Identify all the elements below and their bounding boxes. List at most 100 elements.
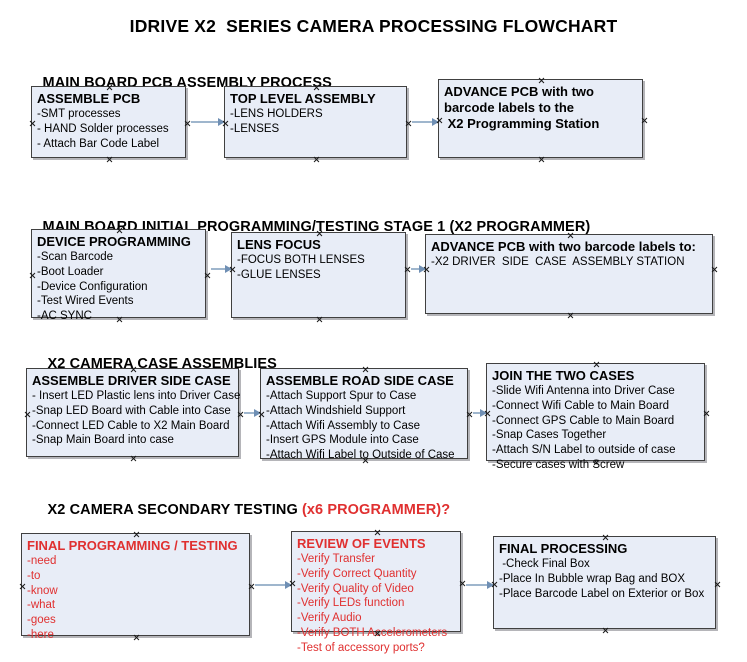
resize-handle-bottom[interactable] bbox=[567, 312, 574, 319]
connector-top-level-to-advance-pcb bbox=[412, 118, 439, 126]
box-content: ASSEMBLE PCB -SMT processes - HAND Solde… bbox=[32, 87, 185, 151]
box-line: -Connect Wifi Cable to Main Board bbox=[492, 400, 670, 413]
box-line: -Connect GPS Cable to Main Board bbox=[492, 414, 675, 427]
connector-driver-case-to-road-case bbox=[244, 409, 261, 417]
box-line: -Verify LEDs function bbox=[297, 597, 405, 610]
box-advance-pcb-programming-station[interactable]: ADVANCE PCB with two barcode labels to t… bbox=[438, 79, 643, 158]
box-line: -Verify Transfer bbox=[297, 553, 375, 566]
box-title: ASSEMBLE DRIVER SIDE CASE bbox=[32, 373, 231, 388]
box-line: -to bbox=[27, 570, 41, 583]
arrowhead bbox=[225, 265, 232, 273]
box-content: JOIN THE TWO CASES -Slide Wifi Antenna i… bbox=[487, 364, 704, 473]
box-line: barcode labels to the bbox=[444, 100, 575, 116]
box-line: -Attach Wifi Assembly to Case bbox=[266, 419, 421, 432]
box-title: REVIEW OF EVENTS bbox=[297, 536, 426, 551]
connector-review-events-to-final-processing bbox=[466, 581, 494, 589]
connector-road-case-to-join-cases bbox=[473, 409, 487, 417]
arrowhead bbox=[480, 409, 487, 417]
box-line: -Device Configuration bbox=[37, 280, 148, 293]
section-header-x2-camera-secondary-testing: X2 CAMERA SECONDARY TESTING (x6 PROGRAMM… bbox=[31, 486, 451, 534]
box-line: - Attach Bar Code Label bbox=[37, 137, 160, 150]
box-review-of-events[interactable]: REVIEW OF EVENTS -Verify Transfer -Verif… bbox=[291, 531, 461, 654]
box-line: -what bbox=[27, 599, 56, 612]
box-title: DEVICE PROGRAMMING bbox=[37, 234, 191, 249]
box-line: -Snap Main Board into case bbox=[32, 434, 174, 447]
box-final-processing[interactable]: FINAL PROCESSING -Check Final Box -Place… bbox=[493, 536, 716, 629]
box-title: LENS FOCUS bbox=[237, 237, 321, 252]
box-assemble-road-side-case[interactable]: ASSEMBLE ROAD SIDE CASE -Attach Support … bbox=[260, 368, 468, 461]
box-join-the-two-cases[interactable]: JOIN THE TWO CASES -Slide Wifi Antenna i… bbox=[486, 363, 705, 471]
connector-device-programming-to-lens-focus bbox=[211, 265, 232, 273]
section-header-text: X2 CAMERA SECONDARY TESTING bbox=[47, 502, 302, 518]
resize-handle-bottom[interactable] bbox=[106, 156, 113, 163]
box-line: -Test Wired Events bbox=[37, 295, 134, 308]
box-title: TOP LEVEL ASSEMBLY bbox=[230, 91, 376, 106]
box-line: -GLUE LENSES bbox=[237, 269, 321, 282]
box-line: -Snap LED Board with Cable into Case bbox=[32, 405, 231, 418]
box-content: ASSEMBLE DRIVER SIDE CASE - Insert LED P… bbox=[27, 369, 241, 448]
box-line: -Verify Quality of Video bbox=[297, 582, 414, 595]
box-content: FINAL PROGRAMMING / TESTING -need -to -k… bbox=[22, 534, 249, 643]
connector-final-programming-to-review-events bbox=[255, 581, 292, 589]
box-line: - HAND Solder processes bbox=[37, 123, 169, 136]
box-title: ADVANCE PCB with two barcode labels to: bbox=[431, 239, 696, 254]
arrowhead bbox=[254, 409, 261, 417]
box-line: -need bbox=[27, 555, 57, 568]
box-line: -Connect LED Cable to X2 Main Board bbox=[32, 419, 230, 432]
box-line: - Insert LED Plastic lens into Driver Ca… bbox=[32, 390, 241, 403]
box-line: -Place Barcode Label on Exterior or Box bbox=[499, 587, 705, 600]
box-top-level-assembly[interactable]: TOP LEVEL ASSEMBLY -LENS HOLDERS -LENSES bbox=[224, 86, 407, 158]
box-line: -Attach Support Spur to Case bbox=[266, 390, 417, 403]
box-content: LENS FOCUS -FOCUS BOTH LENSES -GLUE LENS… bbox=[232, 233, 405, 283]
arrowhead bbox=[218, 118, 225, 126]
box-device-programming[interactable]: DEVICE PROGRAMMING -Scan Barcode -Boot L… bbox=[31, 229, 206, 322]
box-title: ASSEMBLE ROAD SIDE CASE bbox=[266, 373, 454, 388]
box-title: FINAL PROGRAMMING / TESTING bbox=[27, 538, 238, 553]
resize-handle-bottom[interactable] bbox=[313, 156, 320, 163]
box-line: -X2 DRIVER SIDE CASE ASSEMBLY STATION bbox=[431, 256, 685, 269]
box-line: -here bbox=[27, 628, 54, 641]
box-line: -Boot Loader bbox=[37, 266, 104, 279]
box-line: -Slide Wifi Antenna into Driver Case bbox=[492, 385, 675, 398]
box-line: -Verify Audio bbox=[297, 612, 362, 625]
box-line: -Attach S/N Label to outside of case bbox=[492, 444, 676, 457]
page-title: IDRIVE X2 SERIES CAMERA PROCESSING FLOWC… bbox=[129, 16, 618, 36]
resize-handle-bottom[interactable] bbox=[602, 627, 609, 634]
arrowhead bbox=[432, 118, 439, 126]
box-assemble-pcb[interactable]: ASSEMBLE PCB -SMT processes - HAND Solde… bbox=[31, 86, 186, 158]
arrowhead bbox=[487, 581, 494, 589]
box-line: -LENSES bbox=[230, 123, 280, 136]
box-advance-pcb-driver-side-station[interactable]: ADVANCE PCB with two barcode labels to: … bbox=[425, 234, 713, 314]
box-line: -Place In Bubble wrap Bag and BOX bbox=[499, 573, 686, 586]
box-content: DEVICE PROGRAMMING -Scan Barcode -Boot L… bbox=[32, 230, 205, 324]
box-line: -LENS HOLDERS bbox=[230, 108, 323, 121]
box-content: FINAL PROCESSING -Check Final Box -Place… bbox=[494, 537, 715, 601]
box-line: -FOCUS BOTH LENSES bbox=[237, 254, 365, 267]
box-line-overflow: -Test of accessory ports? bbox=[297, 641, 425, 654]
arrowhead bbox=[285, 581, 292, 589]
box-content: ADVANCE PCB with two barcode labels to t… bbox=[439, 80, 642, 132]
box-content: REVIEW OF EVENTS -Verify Transfer -Verif… bbox=[292, 532, 460, 655]
box-title: ASSEMBLE PCB bbox=[37, 91, 141, 106]
box-line: -SMT processes bbox=[37, 108, 121, 121]
resize-handle-bottom[interactable] bbox=[316, 316, 323, 323]
box-line: -Secure cases with Screw bbox=[492, 458, 625, 471]
box-line: -Snap Cases Together bbox=[492, 429, 607, 442]
box-content: ASSEMBLE ROAD SIDE CASE -Attach Support … bbox=[261, 369, 467, 463]
connector-assemble-pcb-to-top-level bbox=[191, 118, 225, 126]
box-line: -Insert GPS Module into Case bbox=[266, 434, 419, 447]
box-line: -goes bbox=[27, 614, 56, 627]
box-final-programming-testing[interactable]: FINAL PROGRAMMING / TESTING -need -to -k… bbox=[21, 533, 250, 641]
box-line: -know bbox=[27, 584, 58, 597]
box-line: -Verify BOTH Accelerometers bbox=[297, 626, 448, 639]
box-lens-focus[interactable]: LENS FOCUS -FOCUS BOTH LENSES -GLUE LENS… bbox=[231, 232, 406, 318]
box-assemble-driver-side-case[interactable]: ASSEMBLE DRIVER SIDE CASE - Insert LED P… bbox=[26, 368, 241, 457]
resize-handle-bottom[interactable] bbox=[538, 156, 545, 163]
box-line: -Check Final Box bbox=[499, 558, 590, 571]
box-content: TOP LEVEL ASSEMBLY -LENS HOLDERS -LENSES bbox=[225, 87, 406, 137]
resize-handle-bottom[interactable] bbox=[130, 455, 137, 462]
box-line: -Attach Windshield Support bbox=[266, 405, 406, 418]
box-line: -Scan Barcode bbox=[37, 251, 114, 264]
arrowhead bbox=[419, 265, 426, 273]
